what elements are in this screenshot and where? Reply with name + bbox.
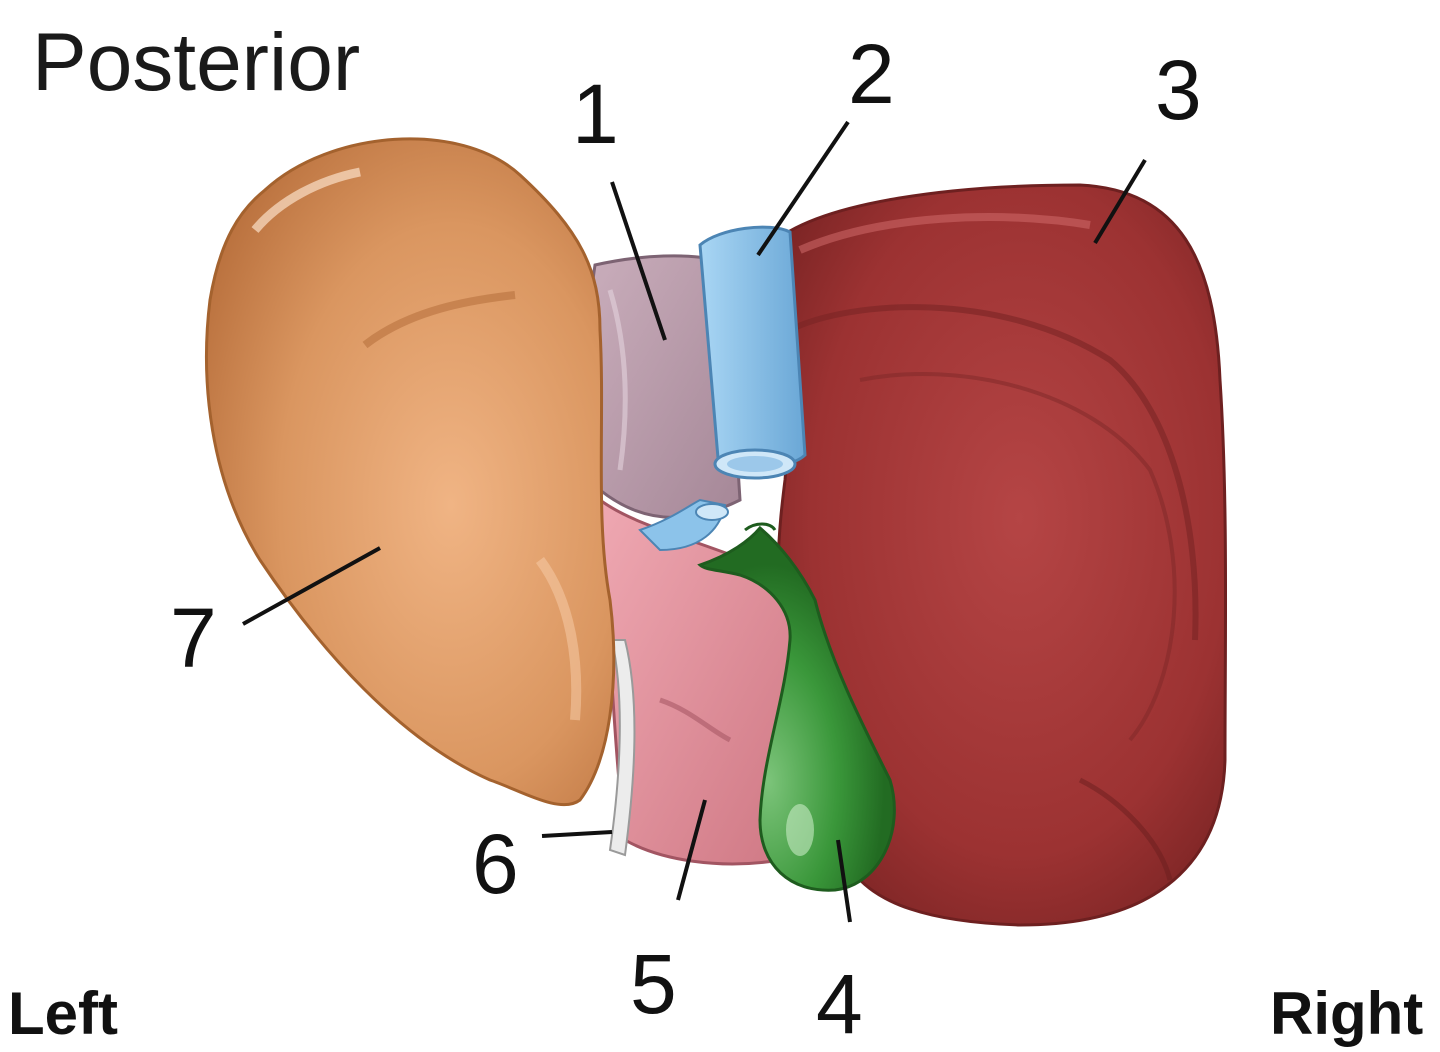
- leader-line-1: [610, 181, 667, 341]
- leader-lines: [242, 120, 1147, 923]
- inferior-vena-cava: [698, 225, 807, 480]
- callout-1: 1: [572, 67, 619, 161]
- right-lobe: [766, 183, 1228, 927]
- callout-2: 2: [848, 27, 895, 121]
- leader-line-3: [1093, 158, 1147, 245]
- leader-line-2: [756, 120, 850, 257]
- callout-3: 3: [1155, 43, 1202, 137]
- right-orientation-label: Right: [1270, 980, 1424, 1047]
- leader-line-5: [676, 799, 707, 901]
- portal-vessels: [638, 498, 729, 552]
- left-orientation-label: Left: [8, 980, 118, 1047]
- left-lobe: [205, 137, 616, 807]
- callout-6: 6: [472, 817, 519, 911]
- view-label: Posterior: [32, 17, 361, 108]
- leader-line-4: [836, 839, 852, 923]
- callout-7: 7: [170, 591, 217, 685]
- gallbladder: [697, 522, 896, 892]
- callout-4: 4: [816, 957, 863, 1051]
- callout-5: 5: [630, 937, 677, 1031]
- leader-line-6: [541, 830, 613, 838]
- leader-line-7: [242, 546, 381, 626]
- round-ligament: [608, 639, 636, 857]
- caudate-lobe: [588, 254, 742, 519]
